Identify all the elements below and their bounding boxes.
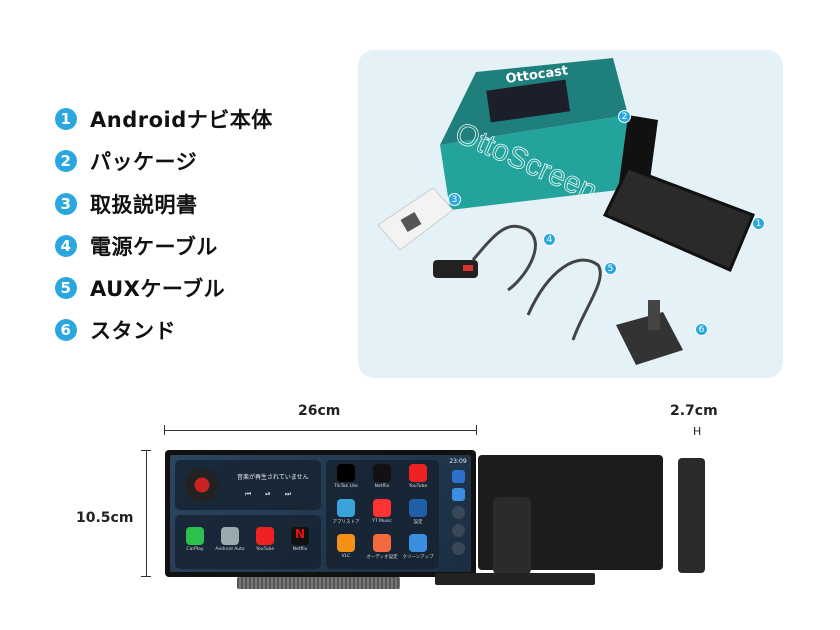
clock: 23:09 bbox=[449, 458, 467, 465]
stand bbox=[616, 300, 683, 365]
tick bbox=[141, 450, 151, 451]
vinyl-icon bbox=[185, 468, 219, 502]
back-icon[interactable] bbox=[451, 506, 465, 519]
navi-unit bbox=[602, 166, 755, 272]
app-yt-music[interactable]: YT Music bbox=[362, 499, 402, 524]
list-item: 1 Androidナビ本体 bbox=[55, 104, 273, 134]
item-label: パッケージ bbox=[90, 150, 198, 174]
item-label: AUXケーブル bbox=[90, 277, 226, 301]
list-item: 2 パッケージ bbox=[55, 146, 197, 176]
height-label: 10.5cm bbox=[76, 510, 134, 526]
contents-illustration: Ottocast OttoScreen bbox=[377, 58, 755, 365]
tick bbox=[476, 425, 477, 435]
app-tiktok[interactable]: TikTok Lite bbox=[326, 464, 366, 489]
split-screen-icon[interactable] bbox=[451, 524, 465, 537]
list-item: 4 電源ケーブル bbox=[55, 231, 218, 261]
app-audio-settings[interactable]: オーディオ設定 bbox=[362, 534, 402, 560]
music-card: 音楽が再生されていません ⏮⏯⏭ bbox=[175, 460, 321, 510]
number-badge: 3 bbox=[55, 193, 77, 215]
width-dimension-line bbox=[165, 430, 477, 431]
number-badge: 6 bbox=[55, 319, 77, 341]
power-cable bbox=[433, 224, 537, 292]
playback-controls[interactable]: ⏮⏯⏭ bbox=[245, 490, 306, 498]
app-youtube[interactable]: YouTube bbox=[245, 527, 285, 552]
badge-aux-cable: 5 bbox=[604, 262, 617, 275]
now-playing-text: 音楽が再生されていません bbox=[237, 474, 309, 481]
app-carplay[interactable]: CarPlay bbox=[175, 527, 215, 552]
package-box: Ottocast OttoScreen bbox=[440, 58, 658, 210]
app-vlc[interactable]: VLC bbox=[326, 534, 366, 559]
item-label: スタンド bbox=[90, 319, 176, 343]
width-label: 26cm bbox=[298, 403, 341, 419]
item-label: 電源ケーブル bbox=[90, 235, 218, 259]
front-stand-base bbox=[237, 577, 400, 589]
side-bar: 23:09 bbox=[447, 455, 469, 572]
item-label: Androidナビ本体 bbox=[90, 108, 273, 132]
badge-stand: 6 bbox=[695, 323, 708, 336]
app-cleanup[interactable]: クリーンアップ bbox=[398, 534, 438, 560]
app-grid: TikTok Lite Netflix YouTube アプリストア YT Mu… bbox=[326, 460, 439, 569]
package-contents-photo: Ottocast OttoScreen 2 3 1 4 5 6 bbox=[358, 50, 783, 378]
app-youtube[interactable]: YouTube bbox=[398, 464, 438, 489]
height-dimension-line bbox=[146, 450, 147, 576]
list-item: 3 取扱説明書 bbox=[55, 189, 198, 219]
badge-navi: 1 bbox=[752, 217, 765, 230]
manual bbox=[377, 187, 454, 251]
number-badge: 4 bbox=[55, 235, 77, 257]
settings-icon[interactable] bbox=[451, 470, 465, 483]
badge-package: 2 bbox=[618, 110, 631, 123]
tick bbox=[164, 425, 165, 435]
app-store[interactable]: アプリストア bbox=[326, 499, 366, 525]
badge-manual: 3 bbox=[448, 193, 461, 206]
item-label: 取扱説明書 bbox=[90, 193, 198, 217]
device-display: 音楽が再生されていません ⏮⏯⏭ CarPlay Android Auto Yo… bbox=[170, 455, 471, 572]
depth-label: 2.7cm bbox=[670, 403, 718, 419]
back-stand-base bbox=[435, 573, 595, 585]
number-badge: 5 bbox=[55, 277, 77, 299]
badge-power-cable: 4 bbox=[543, 233, 556, 246]
depth-mark: H bbox=[693, 425, 702, 438]
device-side-view bbox=[678, 458, 705, 573]
back-mount bbox=[493, 497, 531, 575]
folder-icon[interactable] bbox=[451, 488, 465, 501]
app-android-auto[interactable]: Android Auto bbox=[210, 527, 250, 552]
list-item: 6 スタンド bbox=[55, 315, 176, 345]
number-badge: 2 bbox=[55, 150, 77, 172]
tick bbox=[141, 576, 151, 577]
aux-cable bbox=[526, 258, 602, 341]
list-item: 5 AUXケーブル bbox=[55, 273, 225, 303]
app-settings[interactable]: 設定 bbox=[398, 499, 438, 525]
app-netflix[interactable]: Netflix bbox=[362, 464, 402, 489]
number-badge: 1 bbox=[55, 108, 77, 130]
home-icon[interactable] bbox=[451, 542, 465, 555]
device-front-view: 音楽が再生されていません ⏮⏯⏭ CarPlay Android Auto Yo… bbox=[165, 450, 476, 577]
